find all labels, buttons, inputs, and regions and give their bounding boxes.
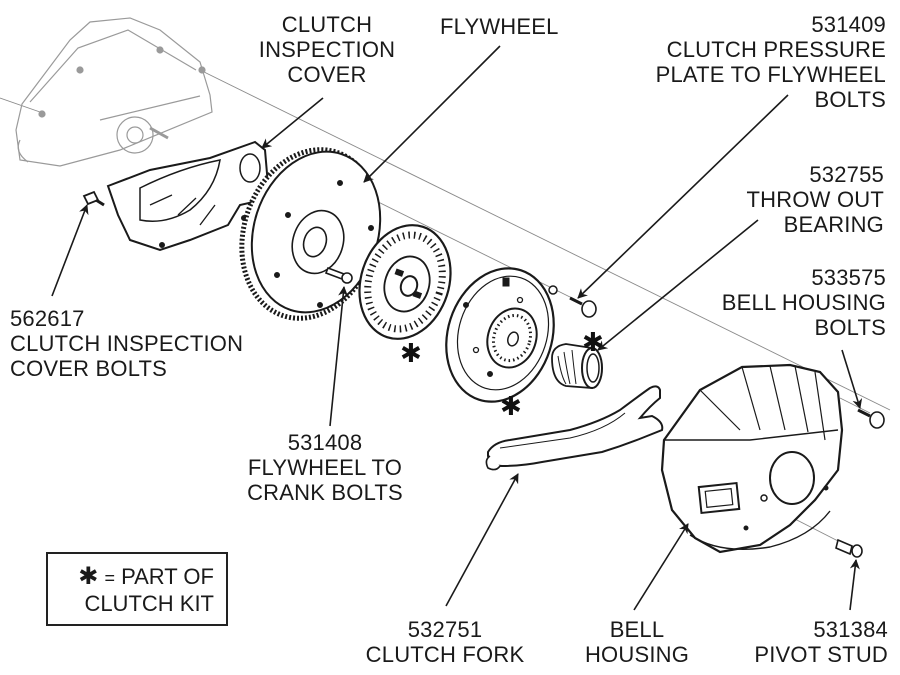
label-inspection-cover-bolts: 562617 CLUTCH INSPECTION COVER BOLTS bbox=[10, 306, 243, 381]
kit-marker-throw-out-bearing: ✱ bbox=[582, 328, 604, 358]
label-clutch-inspection-cover: CLUTCH INSPECTION COVER bbox=[236, 12, 418, 87]
pressure-plate-bolt-drawing bbox=[569, 296, 597, 318]
arrow-bell-housing-bolts bbox=[841, 349, 863, 409]
clutch-disc-drawing bbox=[358, 224, 452, 340]
label-pivot-stud: 531384 PIVOT STUD bbox=[754, 617, 888, 667]
arrow-throw-out-bearing bbox=[597, 219, 759, 351]
label-line: BELL HOUSING bbox=[721, 290, 886, 315]
label-line: CLUTCH INSPECTION bbox=[10, 331, 244, 356]
part-number: 562617 bbox=[10, 306, 85, 331]
label-flywheel-crank-bolts: 531408 FLYWHEEL TO CRANK BOLTS bbox=[230, 430, 420, 505]
label-pressure-plate-bolts: 531409 CLUTCH PRESSURE PLATE TO FLYWHEEL… bbox=[656, 12, 886, 112]
throw-out-bearing-drawing bbox=[551, 343, 603, 389]
legend-text-1: PART OF bbox=[121, 564, 214, 589]
part-number: 532755 bbox=[809, 162, 884, 187]
flywheel-crank-bolt-drawing bbox=[324, 266, 353, 284]
label-line: CRANK BOLTS bbox=[247, 480, 403, 505]
label-line: FLYWHEEL TO bbox=[247, 455, 403, 480]
label-line: BOLTS bbox=[814, 315, 886, 340]
arrow-bell-housing bbox=[633, 523, 689, 611]
label-line: THROW OUT bbox=[746, 187, 884, 212]
legend-box: ✱ = PART OF CLUTCH KIT bbox=[46, 552, 228, 626]
label-throw-out-bearing: 532755 THROW OUT BEARING bbox=[747, 162, 884, 237]
part-number: 531384 bbox=[813, 617, 888, 642]
leader-arrows bbox=[51, 45, 863, 611]
legend-equals: = bbox=[104, 568, 115, 588]
arrow-flywheel bbox=[363, 45, 501, 183]
legend-text-2: CLUTCH KIT bbox=[84, 591, 214, 616]
label-line: FLYWHEEL bbox=[440, 14, 559, 39]
label-flywheel: FLYWHEEL bbox=[440, 14, 559, 39]
label-line: CLUTCH FORK bbox=[365, 642, 525, 667]
legend-line-1: ✱ = PART OF bbox=[48, 564, 214, 591]
part-number: 532751 bbox=[407, 617, 483, 642]
label-line: BELL bbox=[609, 617, 665, 642]
bell-housing-drawing bbox=[660, 363, 844, 554]
part-number: 531409 bbox=[811, 12, 886, 37]
clutch-inspection-cover-drawing bbox=[106, 140, 270, 252]
label-line: COVER bbox=[287, 62, 367, 87]
pivot-stud-drawing bbox=[835, 538, 863, 558]
label-line: COVER BOLTS bbox=[10, 356, 168, 381]
kit-marker-clutch-disc: ✱ bbox=[400, 339, 422, 369]
label-clutch-fork: 532751 CLUTCH FORK bbox=[350, 617, 540, 667]
pressure-plate-drawing bbox=[445, 267, 558, 403]
arrow-clutch-fork bbox=[445, 473, 519, 607]
label-line: INSPECTION bbox=[258, 37, 396, 62]
part-number: 531408 bbox=[287, 430, 363, 455]
label-bell-housing: BELL HOUSING bbox=[572, 617, 702, 667]
legend-asterisk: ✱ bbox=[78, 562, 99, 590]
label-line: BOLTS bbox=[814, 87, 886, 112]
clutch-fork-drawing bbox=[485, 385, 664, 471]
label-bell-housing-bolts: 533575 BELL HOUSING BOLTS bbox=[722, 265, 886, 340]
arrow-pressure-plate-bolts bbox=[577, 94, 789, 299]
arrow-inspection-cover bbox=[261, 97, 324, 149]
label-line: BEARING bbox=[783, 212, 884, 237]
label-line: HOUSING bbox=[584, 642, 690, 667]
label-line: CLUTCH PRESSURE bbox=[666, 37, 886, 62]
inspection-cover-bolt-drawing bbox=[82, 190, 105, 207]
arrow-pivot-stud bbox=[849, 559, 860, 611]
label-line: PLATE TO FLYWHEEL bbox=[655, 62, 886, 87]
bell-housing-bolt-drawing bbox=[857, 408, 885, 429]
arrow-inspection-cover-bolts bbox=[51, 204, 89, 297]
label-line: PIVOT STUD bbox=[754, 642, 888, 667]
arrow-flywheel-crank-bolts bbox=[329, 286, 349, 427]
label-line: CLUTCH bbox=[281, 12, 373, 37]
engine-block-drawing bbox=[15, 17, 213, 167]
part-number: 533575 bbox=[811, 265, 886, 290]
kit-marker-pressure-plate: ✱ bbox=[500, 392, 522, 422]
